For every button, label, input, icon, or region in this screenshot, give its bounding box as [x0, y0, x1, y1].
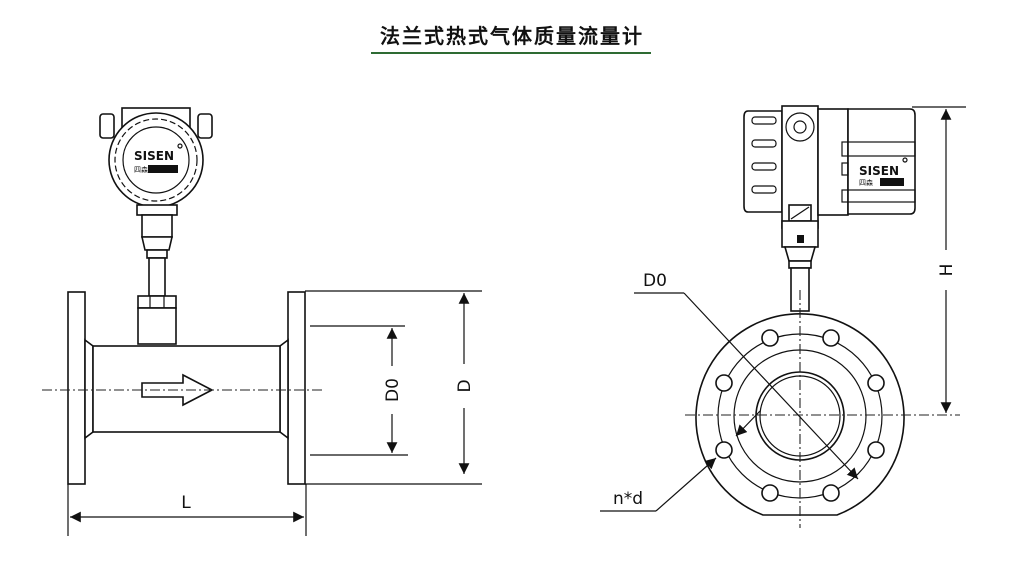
- d-label: D: [455, 379, 475, 392]
- nd-leader: [655, 457, 717, 512]
- brand-logo: SISEN: [134, 149, 174, 163]
- side-brand-logo: SISEN: [859, 164, 899, 178]
- brand-sub: 四森: [134, 165, 148, 174]
- bolt-holes: [715, 329, 885, 502]
- left-flange: [67, 291, 86, 485]
- front-view: SISEN 四森: [42, 107, 482, 536]
- side-view: SISEN 四森: [600, 105, 966, 528]
- transmitter-housing: SISEN 四森: [743, 105, 916, 248]
- right-flange: [287, 291, 306, 485]
- title-underline: [371, 52, 651, 54]
- l-label: L: [181, 493, 191, 513]
- d0-leader: [683, 292, 859, 480]
- nd-label: n*d: [613, 489, 643, 509]
- side-neck: [783, 246, 817, 262]
- flange-face: [695, 313, 905, 516]
- h-label: H: [937, 264, 957, 277]
- d0-label: D0: [383, 378, 403, 402]
- page-title: 法兰式热式气体质量流量计: [380, 24, 644, 48]
- pipe-body: [84, 338, 289, 440]
- sensor-neck: [136, 204, 178, 345]
- side-d0-label: D0: [643, 271, 667, 291]
- transmitter-head: SISEN 四森: [99, 107, 213, 208]
- side-brand-sub: 四森: [859, 178, 873, 187]
